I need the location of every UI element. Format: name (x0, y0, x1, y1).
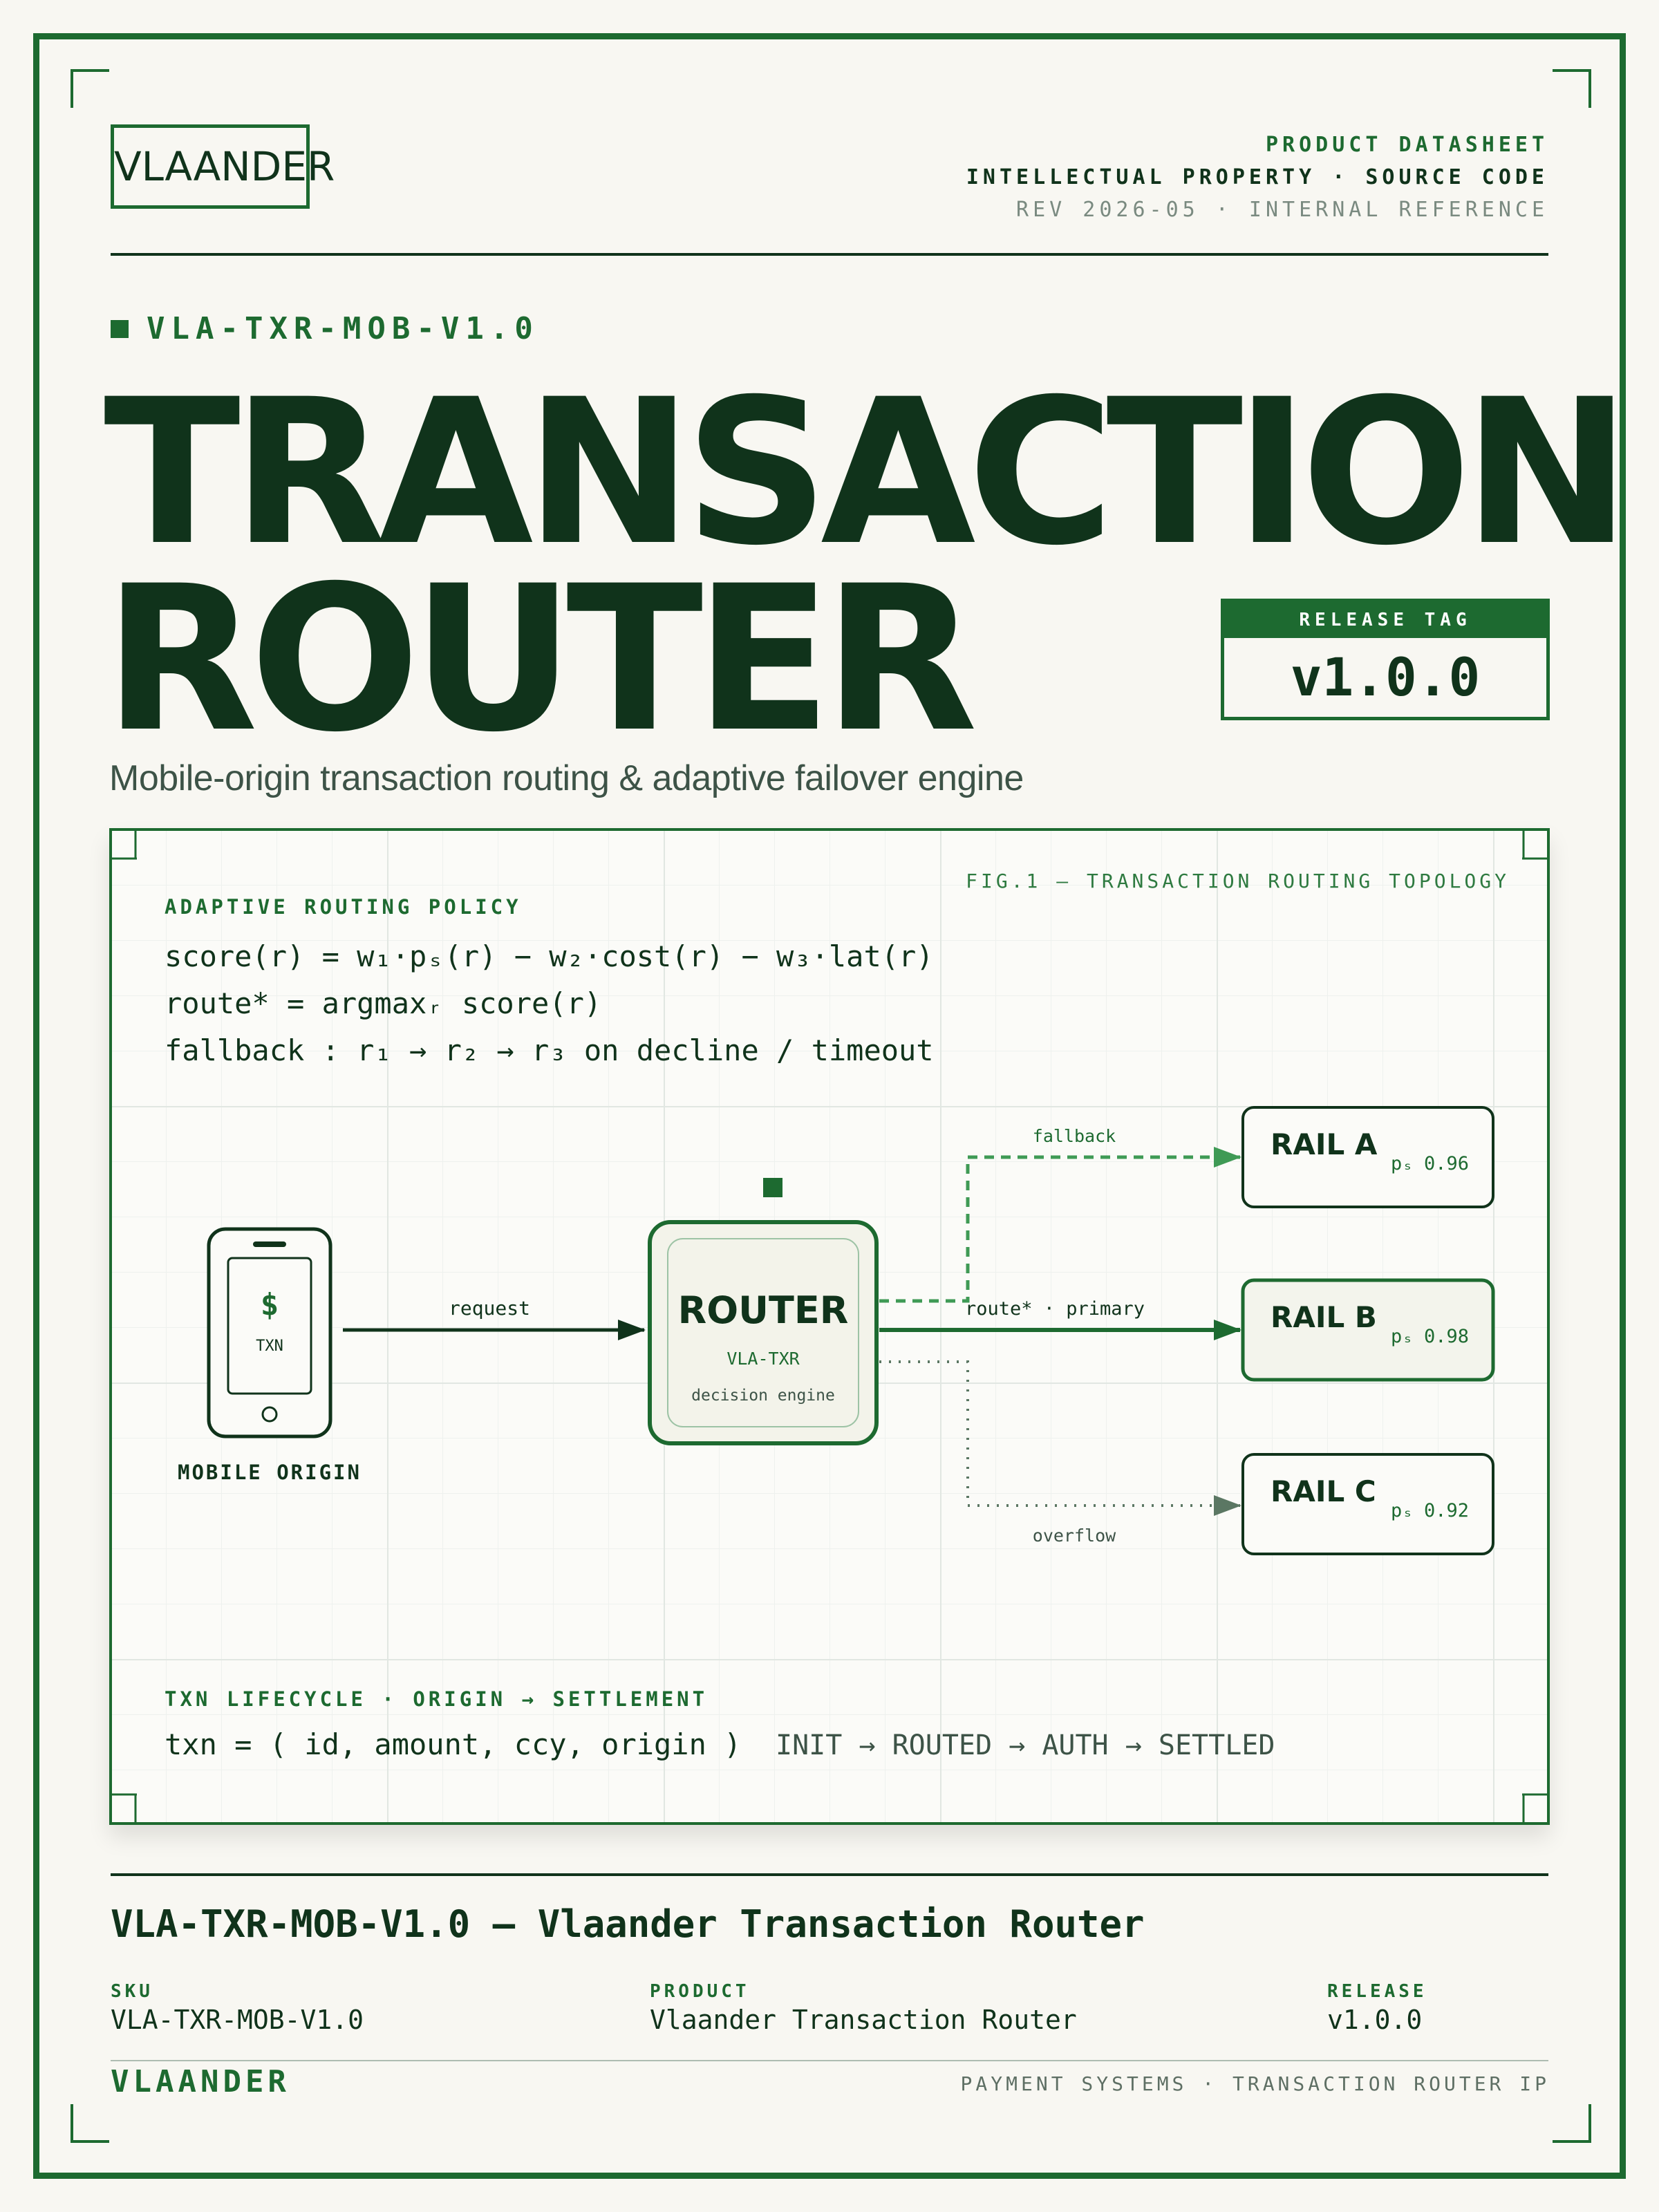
footer-brand: VLAANDER (111, 2064, 290, 2099)
release-tag-label: RELEASE TAG (1224, 602, 1546, 638)
rail-a-node (1241, 1106, 1494, 1208)
rail-b-name: RAIL B (1271, 1300, 1377, 1334)
rail-c-ps-label: pₛ (1391, 1500, 1414, 1521)
overflow-label: overflow (1033, 1526, 1116, 1546)
rail-a-ps-label: pₛ (1391, 1153, 1414, 1174)
product-label: PRODUCT (650, 1981, 750, 2002)
rail-c-name: RAIL C (1271, 1474, 1376, 1508)
lifecycle-tuple: txn = ( id, amount, ccy, origin ) (165, 1727, 741, 1761)
release-label: RELEASE (1327, 1981, 1427, 2002)
figure-corner-mark (112, 831, 137, 860)
fallback-formula: fallback : r₁ → r₂ → r₃ on decline / tim… (165, 1033, 934, 1067)
figure-corner-mark (1522, 831, 1547, 860)
doc-revision: REV 2026-05 · INTERNAL REFERENCE (1016, 198, 1548, 222)
currency-symbol: $ (261, 1287, 279, 1322)
router-node (648, 1220, 879, 1445)
router-status-indicator (763, 1178, 782, 1197)
router-code: VLA-TXR (727, 1349, 800, 1369)
rail-b-node (1241, 1278, 1495, 1382)
sku-label: SKU (111, 1981, 153, 2002)
sku-tag-text: VLA-TXR-MOB-V1.0 (147, 311, 539, 346)
corner-mark (71, 2104, 109, 2143)
corner-mark (1553, 69, 1591, 108)
brand-logo: VLAANDER (111, 124, 335, 209)
header-divider (111, 253, 1548, 256)
footer-title: VLA-TXR-MOB-V1.0 — Vlaander Transaction … (111, 1902, 1145, 1946)
document-meta: PRODUCT DATASHEET INTELLECTUAL PROPERTY … (966, 129, 1548, 226)
figure-corner-mark (1522, 1793, 1547, 1822)
footer-divider (111, 1873, 1548, 1876)
txn-label: TXN (256, 1338, 283, 1355)
footer-thin-rule (111, 2060, 1548, 2061)
score-formula: score(r) = w₁·pₛ(r) − w₂·cost(r) − w₃·la… (165, 939, 934, 973)
primary-route-label: route* · primary (965, 1298, 1145, 1320)
figure-corner-mark (112, 1793, 137, 1822)
mobile-device-icon (207, 1227, 332, 1438)
mobile-origin-label: MOBILE ORIGIN (178, 1461, 362, 1484)
page-title-line2: ROUTER (104, 543, 978, 776)
release-tag-box: RELEASE TAG v1.0.0 (1221, 599, 1550, 720)
square-bullet-icon (111, 319, 129, 338)
sku-tag: VLA-TXR-MOB-V1.0 (111, 311, 539, 346)
page-subtitle: Mobile-origin transaction routing & adap… (109, 758, 1024, 798)
fallback-edge (879, 1147, 1241, 1303)
rail-c-ps-value: 0.92 (1424, 1500, 1469, 1521)
product-value: Vlaander Transaction Router (650, 2005, 1077, 2035)
request-label: request (449, 1297, 530, 1320)
routing-topology-figure: FIG.1 — TRANSACTION ROUTING TOPOLOGY ADA… (109, 828, 1550, 1825)
router-title: ROUTER (678, 1288, 849, 1332)
lifecycle-heading: TXN LIFECYCLE · ORIGIN → SETTLEMENT (165, 1687, 708, 1711)
rail-b-ps-label: pₛ (1391, 1326, 1414, 1347)
corner-mark (71, 69, 109, 108)
topology-diagram: FIG.1 — TRANSACTION ROUTING TOPOLOGY ADA… (112, 831, 1547, 1822)
page-title-line1: TRANSACTION (104, 357, 1631, 590)
rail-a-name: RAIL A (1271, 1127, 1378, 1161)
corner-mark (1553, 2104, 1591, 2143)
policy-heading: ADAPTIVE ROUTING POLICY (165, 895, 522, 919)
page-frame (33, 33, 1626, 2179)
rail-c-node (1241, 1453, 1494, 1555)
lifecycle-states: INIT → ROUTED → AUTH → SETTLED (776, 1730, 1275, 1761)
release-tag-value: v1.0.0 (1290, 646, 1481, 708)
sku-value: VLA-TXR-MOB-V1.0 (111, 2005, 364, 2035)
overflow-edge (879, 1360, 1241, 1516)
route-formula: route* = argmaxᵣ score(r) (165, 986, 601, 1020)
rail-b-ps-value: 0.98 (1424, 1326, 1469, 1347)
footer-tagline: PAYMENT SYSTEMS · TRANSACTION ROUTER IP (960, 2072, 1550, 2095)
fallback-label: fallback (1033, 1126, 1116, 1146)
router-description: decision engine (691, 1387, 835, 1405)
rail-a-ps-value: 0.96 (1424, 1153, 1469, 1174)
doc-classification: INTELLECTUAL PROPERTY · SOURCE CODE (966, 165, 1548, 189)
doc-type: PRODUCT DATASHEET (1265, 133, 1548, 157)
release-value: v1.0.0 (1327, 2005, 1423, 2035)
figure-caption: FIG.1 — TRANSACTION ROUTING TOPOLOGY (966, 870, 1510, 892)
